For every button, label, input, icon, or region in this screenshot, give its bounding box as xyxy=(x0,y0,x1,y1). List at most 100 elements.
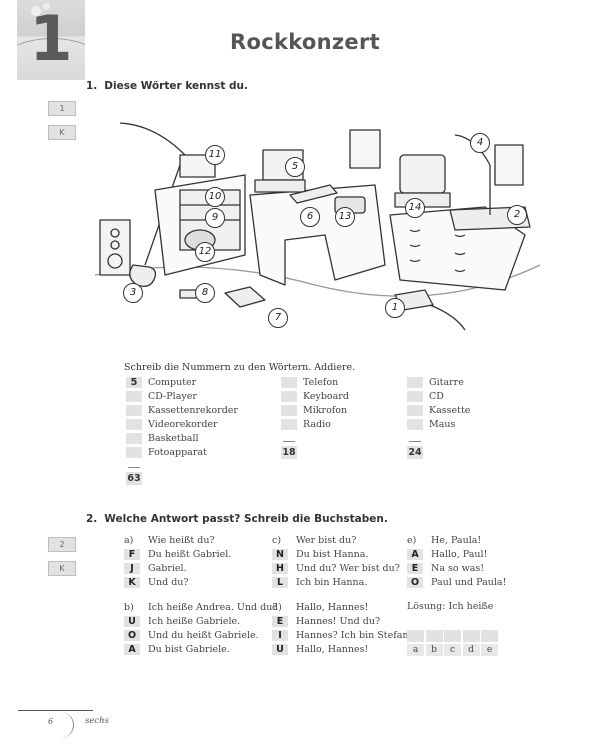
solution-input[interactable] xyxy=(481,630,498,642)
room-illustration: 1 2 3 4 5 6 7 8 9 10 11 12 13 14 xyxy=(85,115,545,340)
vocab-column-3: Gitarre CD Kassette Maus 24 xyxy=(407,375,470,459)
solution-input[interactable] xyxy=(444,630,461,642)
answer-code: H xyxy=(272,562,288,574)
vocab-item: Mikrofon xyxy=(281,403,349,417)
answer-code: J xyxy=(124,562,140,574)
answer-text: Und du heißt Gabriele. xyxy=(148,629,259,641)
page-number: 6 xyxy=(48,717,54,726)
answer-text: Du heißt Gabriel. xyxy=(148,548,232,560)
answer-text: Und du? xyxy=(148,576,189,588)
question-text: He, Paula! xyxy=(431,534,482,546)
number-input[interactable] xyxy=(407,404,423,416)
side-label-category: K xyxy=(48,125,76,140)
number-input[interactable] xyxy=(281,376,297,388)
solution-letter: d xyxy=(462,643,480,656)
vocab-label: Keyboard xyxy=(303,390,349,402)
vocab-label: Gitarre xyxy=(429,376,464,388)
side-label-category: K xyxy=(48,561,76,576)
number-input[interactable] xyxy=(281,390,297,402)
number-input[interactable] xyxy=(407,390,423,402)
callout-7: 7 xyxy=(268,308,288,328)
question-letter: d) xyxy=(272,601,282,613)
vocab-label: Mikrofon xyxy=(303,404,348,416)
question-letter: b) xyxy=(124,601,134,613)
answer-code: F xyxy=(124,548,140,560)
vocab-label: Maus xyxy=(429,418,456,430)
answer-code: A xyxy=(407,548,423,560)
question-letter: a) xyxy=(124,534,134,546)
vocab-item: CD xyxy=(407,389,470,403)
answer-option[interactable]: K Und du? xyxy=(124,575,231,589)
answer-option[interactable]: E Na so was! xyxy=(407,561,506,575)
solution-letter: b xyxy=(425,643,443,656)
solution-input[interactable] xyxy=(462,630,480,642)
decor-bubble xyxy=(31,6,41,16)
solution-cell-d: d xyxy=(462,630,480,656)
answer-code: K xyxy=(124,576,140,588)
number-input[interactable] xyxy=(126,404,142,416)
number-input[interactable] xyxy=(281,404,297,416)
vocab-item: Kassette xyxy=(407,403,470,417)
vocab-label: Radio xyxy=(303,418,331,430)
number-input[interactable] xyxy=(126,418,142,430)
callout-13: 13 xyxy=(335,207,355,227)
sum-divider xyxy=(409,441,421,442)
number-input[interactable] xyxy=(407,418,423,430)
page-arc-decor xyxy=(48,712,74,738)
number-input[interactable] xyxy=(126,446,142,458)
number-input[interactable] xyxy=(126,432,142,444)
callout-8: 8 xyxy=(195,283,215,303)
vocab-label: Kassettenrekorder xyxy=(148,404,238,416)
solution-input[interactable] xyxy=(407,630,424,642)
vocab-item: Gitarre xyxy=(407,375,470,389)
number-input[interactable] xyxy=(281,418,297,430)
vocab-item: Maus xyxy=(407,417,470,431)
answer-code: I xyxy=(272,629,288,641)
callout-5: 5 xyxy=(285,157,305,177)
answer-text: Du bist Hanna. xyxy=(296,548,369,560)
footer-divider xyxy=(18,710,93,711)
question-text: Wie heißt du? xyxy=(148,534,215,546)
solution-input[interactable] xyxy=(425,630,443,642)
exercise-title: Diese Wörter kennst du. xyxy=(104,80,249,92)
vocab-label: Kassette xyxy=(429,404,471,416)
question-text: Wer bist du? xyxy=(296,534,357,546)
column-sum: 24 xyxy=(407,446,423,459)
number-input[interactable] xyxy=(126,390,142,402)
answer-code: O xyxy=(124,629,140,641)
answer-code: L xyxy=(272,576,288,588)
answer-text: Du bist Gabriele. xyxy=(148,643,230,655)
answer-text: Na so was! xyxy=(431,562,485,574)
answer-code: E xyxy=(407,562,423,574)
answer-option[interactable]: O Und du heißt Gabriele. xyxy=(124,628,277,642)
number-input[interactable] xyxy=(407,376,423,388)
vocab-item: Keyboard xyxy=(281,389,349,403)
vocab-item: Telefon xyxy=(281,375,349,389)
question-letter: c) xyxy=(272,534,282,546)
number-input[interactable]: 5 xyxy=(126,376,142,388)
callout-3: 3 xyxy=(123,283,143,303)
answer-code: U xyxy=(272,643,288,655)
answer-text: Ich heiße Gabriele. xyxy=(148,615,241,627)
exercise-number: 1. xyxy=(86,80,98,92)
solution-cell-e: e xyxy=(481,630,498,656)
solution-cell-c: c xyxy=(444,630,461,656)
vocab-column-2: Telefon Keyboard Mikrofon Radio 18 xyxy=(281,375,349,459)
answer-text: Paul und Paula! xyxy=(431,576,507,588)
answer-option[interactable]: F Du heißt Gabriel. xyxy=(124,547,231,561)
exercise-title: Welche Antwort passt? Schreib die Buchst… xyxy=(104,513,388,525)
vocab-item: Kassettenrekorder xyxy=(126,403,238,417)
